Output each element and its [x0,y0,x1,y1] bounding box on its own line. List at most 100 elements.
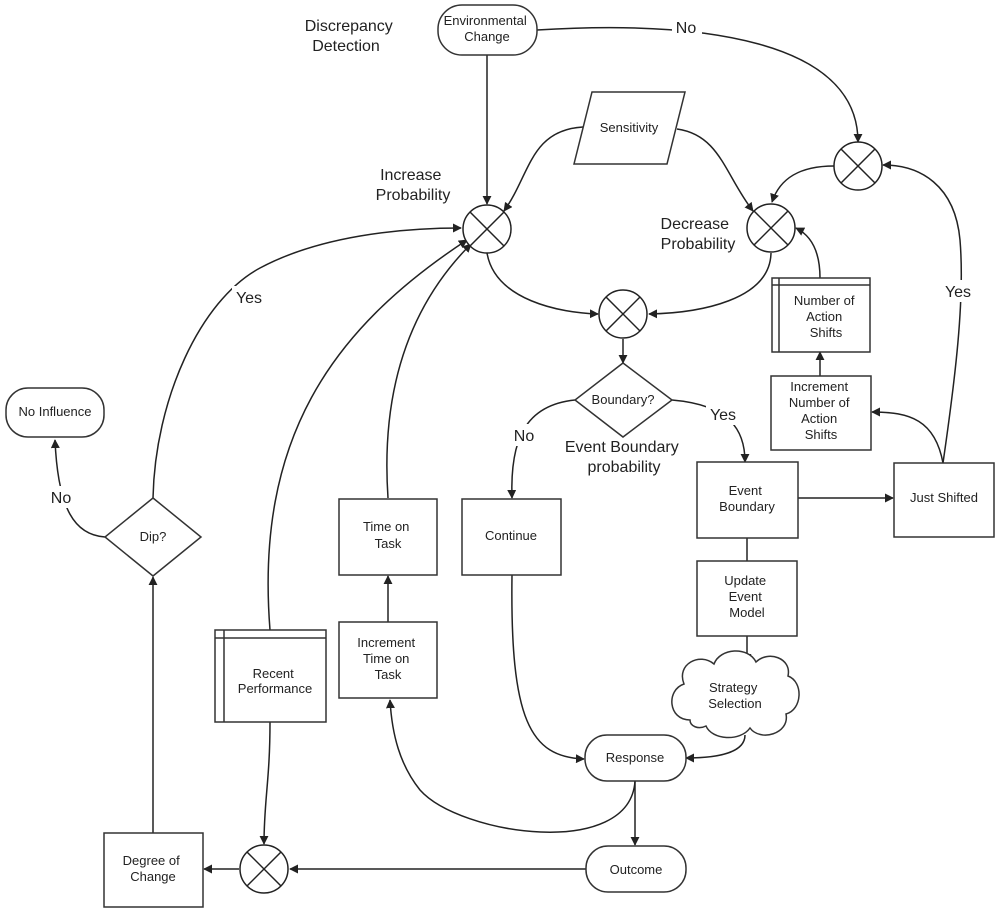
edge-recent-to-bottom-junction [259,721,271,845]
edge-label-boundary-yes: Yes [710,407,736,424]
decrease-probability-junction [746,203,796,253]
edge-strategy-to-response [685,734,746,763]
svg-text:Increment Number of: Increment Number of Action Shifts [789,379,853,442]
node-update-event-model: Update Event Model [696,560,798,637]
svg-text:No Influence: No Influence [19,404,92,419]
edge-decrease-to-middle [648,252,772,319]
node-response: Response [584,734,687,782]
svg-text:Number of Action S: Number of Action Shifts [794,293,858,340]
svg-text:Dip?: Dip? [140,529,167,544]
node-text: Shifts [805,427,838,442]
edge-just-shifted-to-increment [871,407,944,464]
svg-text:Response: Response [606,750,665,765]
edge-label-boundary-no: No [514,428,535,445]
node-text: Task [375,667,402,682]
label-decrease-probability: Decrease Probability [661,216,736,253]
label-increase-probability: Increase Probability [376,167,451,204]
node-text: Number of [794,293,855,308]
label-event-boundary-probability: Event Boundary probability [565,439,683,476]
label-discrepancy-detection: Discrepancy Detection [305,18,397,55]
node-text: Model [729,605,765,620]
node-degree-of-change: Degree of Change [103,832,204,908]
node-text: Dip? [140,529,167,544]
node-text: Change [130,869,176,884]
edge-time-to-increase [386,243,472,499]
node-text: No Influence [19,404,92,419]
increase-probability-junction [462,204,512,254]
node-text: Performance [238,681,312,696]
edge-action-shifts-to-decrease [795,227,821,279]
node-sensitivity: Sensitivity [573,91,686,165]
node-text: Boundary [719,499,775,514]
edge-label-just-shifted-yes: Yes [945,284,971,301]
edge-continue-to-response [511,574,585,764]
node-text: Action [801,411,837,426]
edge-label-dip-yes: Yes [236,290,262,307]
node-strategy-selection: Strategy Selection [671,650,800,739]
edge-just-shifted-to-top-junction [882,160,963,464]
node-text: Environmental [444,13,527,28]
edge-dip-to-no-influence [50,439,106,538]
edge-response-to-increment-time [385,699,636,833]
edge-label-env-no: No [676,20,697,37]
middle-junction [598,289,648,339]
node-text: Time on [363,651,409,666]
node-no-influence: No Influence [5,387,105,438]
edge-sensitivity-to-decrease [676,128,754,212]
node-text: Update [724,573,766,588]
svg-text:Degree of Change: Degree of Change [123,853,184,884]
svg-text:Strategy Selection: Strategy Selection [708,680,761,711]
node-text: Increment [790,379,848,394]
node-text: Task [375,536,402,551]
node-continue: Continue [461,498,562,576]
node-time-on-task: Time on Task [338,498,438,576]
edge-increase-to-middle [486,252,599,319]
node-text: Number of [789,395,850,410]
node-text: Selection [708,696,761,711]
node-text: Time on [363,519,409,534]
edge-label-dip-no: No [51,490,72,507]
node-text: Shifts [810,325,843,340]
top-right-junction [833,141,883,191]
node-recent-performance: Recent Performance [214,629,327,723]
svg-text:Just Shifted: Just Shifted [910,490,978,505]
svg-text:Continue: Continue [485,528,537,543]
node-text: Degree of [123,853,180,868]
svg-text:Outcome: Outcome [610,862,663,877]
svg-text:Increment Time on: Increment Time on Task [357,635,418,682]
edge-dip-to-increase [152,223,462,499]
node-environmental-change: Environmental Change [437,4,538,56]
edge-top-junction-to-decrease [770,165,835,203]
node-text: Event [729,589,763,604]
svg-text:Recent Performance: Recent Performance [238,666,312,696]
node-text: Recent [253,666,295,681]
node-outcome: Outcome [585,845,687,893]
node-text: Outcome [610,862,663,877]
node-increment-time-on-task: Increment Time on Task [338,621,438,699]
node-text: Change [464,29,510,44]
svg-text:Boundary?: Boundary? [592,392,655,407]
node-text: Action [806,309,842,324]
node-text: Increment [357,635,415,650]
edge-labels: No Yes Yes No No Yes [46,16,974,508]
svg-text:Update Event Model: Update Event Model [724,573,770,620]
node-boundary: Boundary? [573,362,674,438]
edge-sensitivity-to-increase [503,126,584,212]
node-text: Sensitivity [600,120,659,135]
node-text: Response [606,750,665,765]
node-number-of-action-shifts: Number of Action Shifts [771,277,871,353]
node-text: Strategy [709,680,758,695]
node-just-shifted: Just Shifted [893,462,995,538]
node-dip: Dip? [103,497,203,577]
junctions [239,141,883,894]
edge-recent-to-increase [267,239,468,631]
bottom-junction [239,844,289,894]
node-event-boundary: Event Boundary [696,461,799,539]
node-text: Event [729,483,763,498]
node-text: Just Shifted [910,490,978,505]
svg-text:Environmental Change: Environmental Change [444,13,531,44]
svg-text:Sensitivity: Sensitivity [600,120,659,135]
svg-text:Time on Task: Time on Task [363,519,413,551]
svg-text:Event Boundary: Event Boundary [719,483,775,514]
